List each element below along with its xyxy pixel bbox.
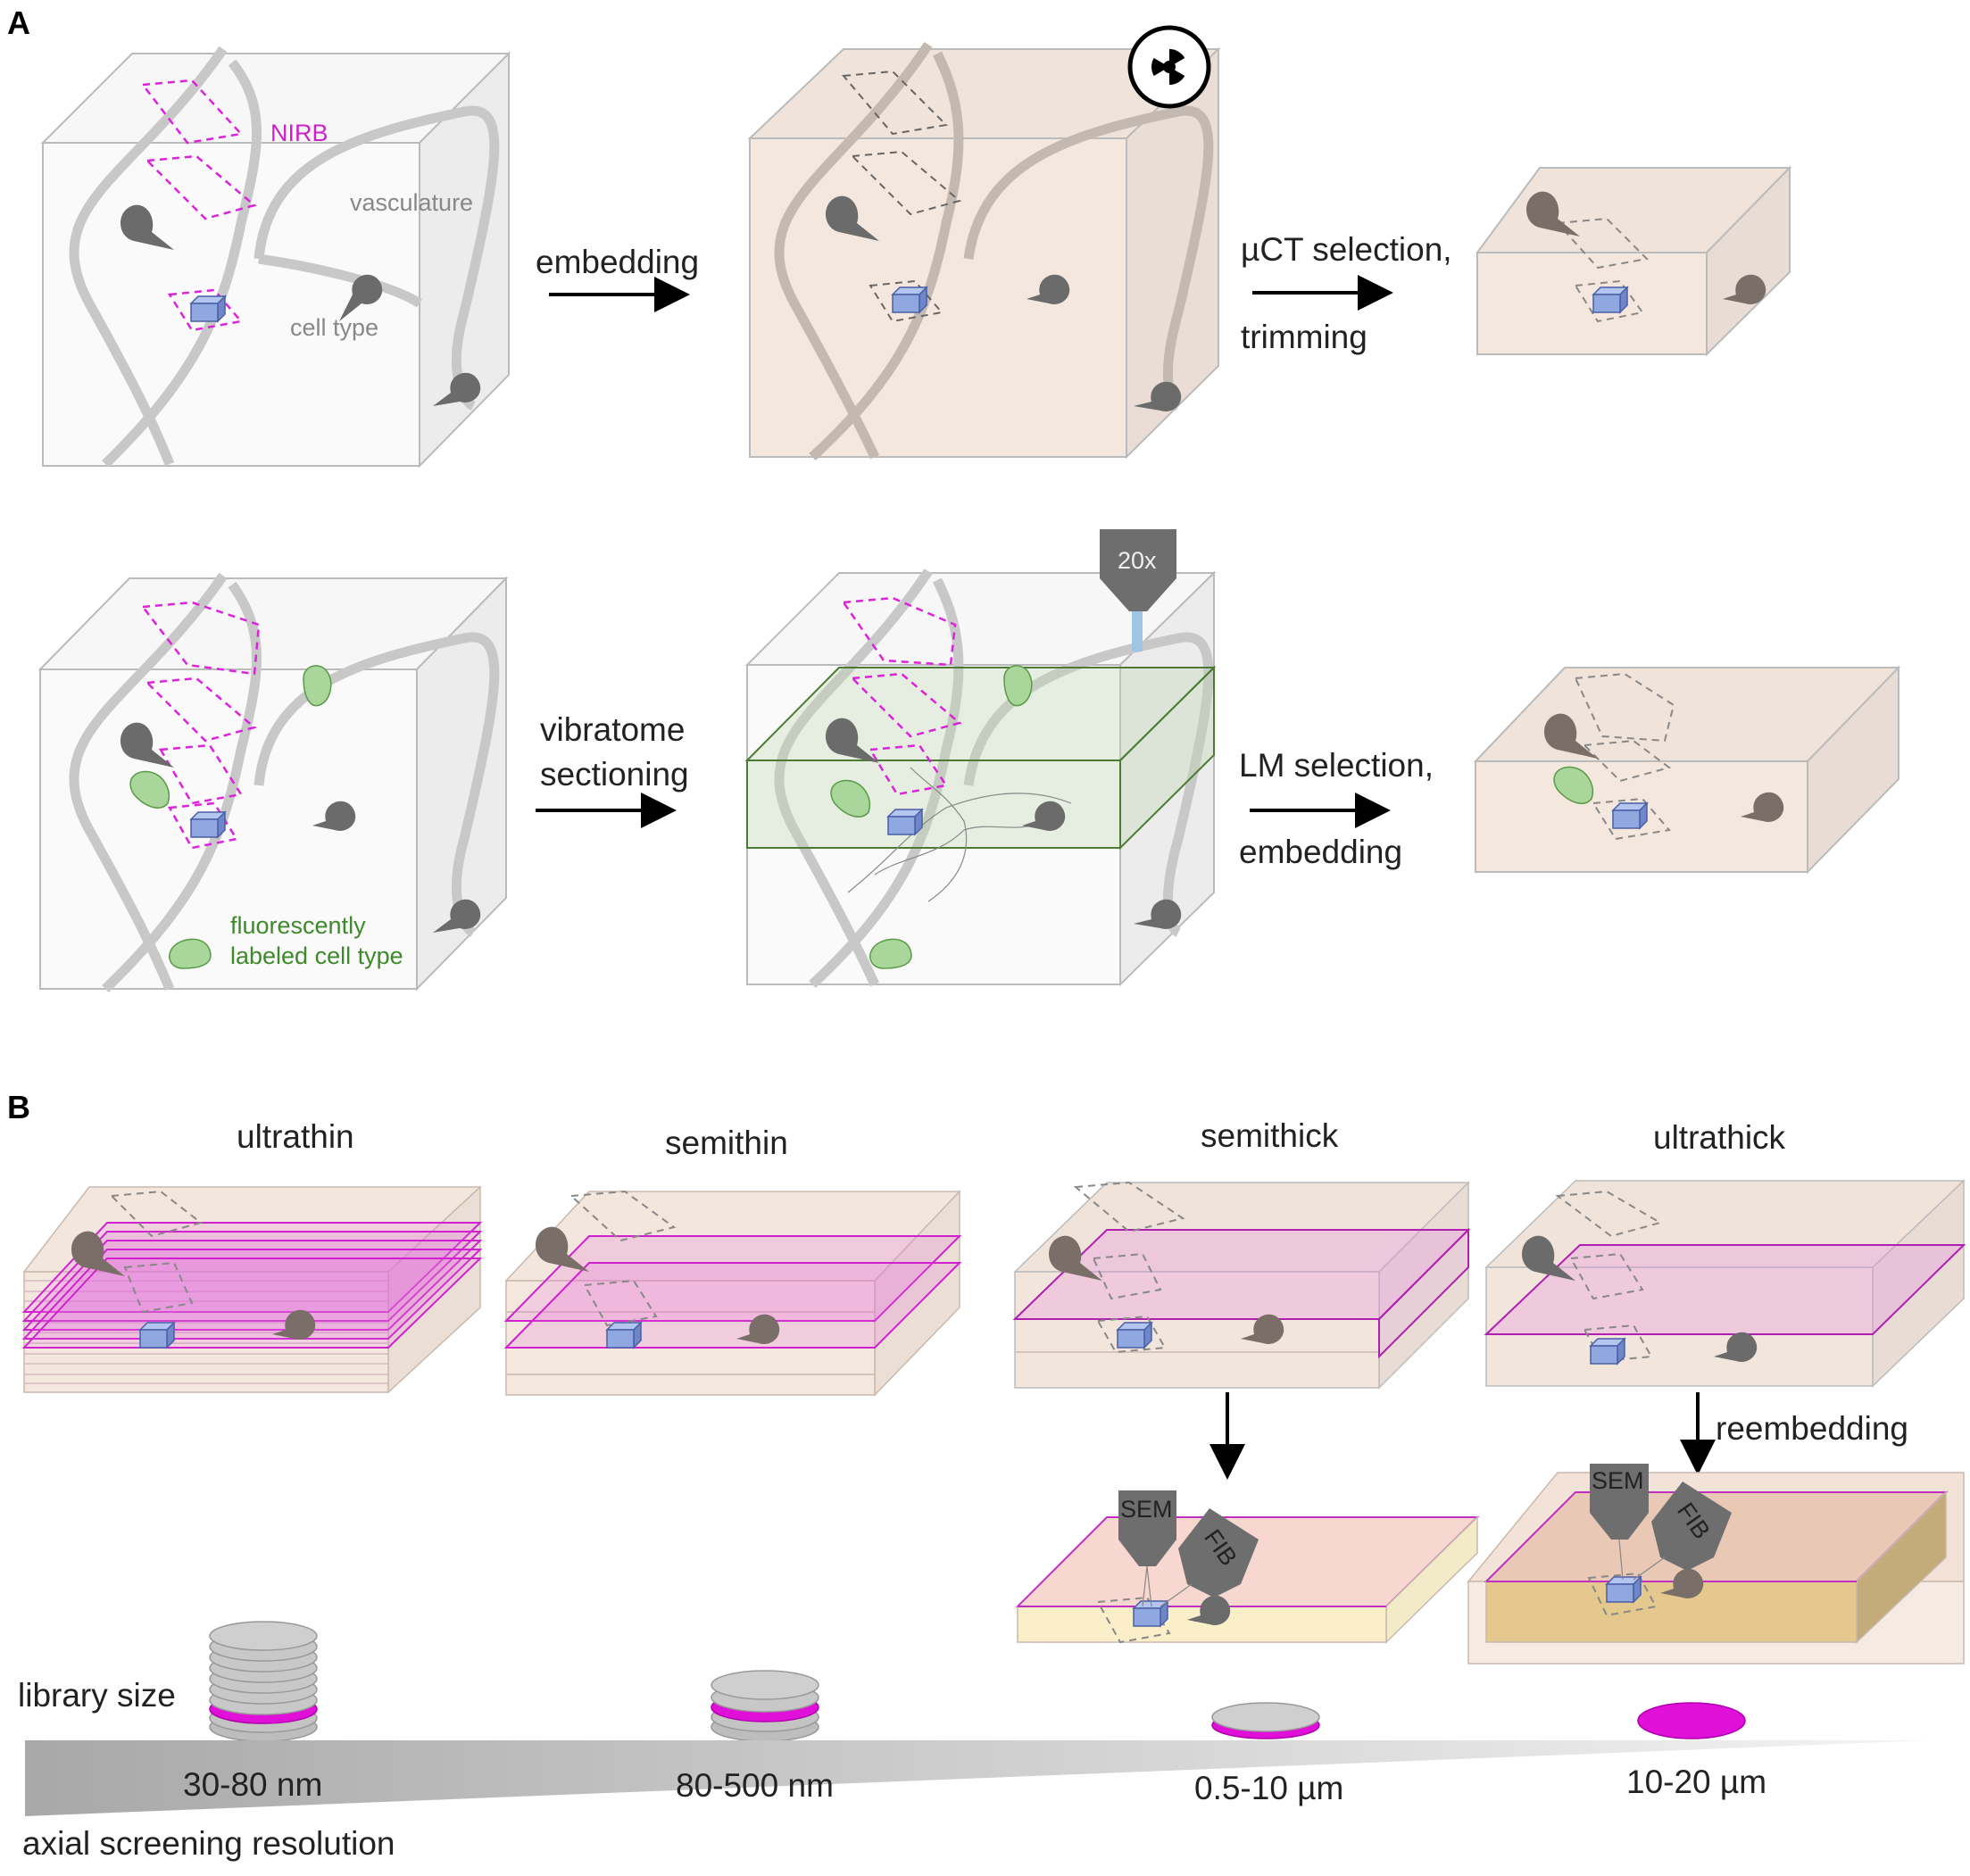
title-semithin: semithin bbox=[665, 1125, 788, 1161]
semithick-fibsem: SEM FIB bbox=[1015, 1490, 1480, 1644]
uct-label-1: µCT selection, bbox=[1241, 231, 1452, 268]
resolution-semithick: 0.5-10 µm bbox=[1194, 1770, 1343, 1806]
fluor-label-1: fluorescently bbox=[230, 912, 366, 939]
nirb-markers bbox=[140, 79, 257, 332]
fluorescent-block: fluorescently labeled cell type bbox=[37, 572, 509, 992]
reembedding-label: reembedding bbox=[1716, 1410, 1908, 1447]
lm-label-1: LM selection, bbox=[1239, 747, 1434, 784]
vib-label-1: vibratome bbox=[540, 711, 685, 748]
title-ultrathick: ultrathick bbox=[1653, 1119, 1786, 1156]
objective-label: 20x bbox=[1118, 547, 1157, 574]
cube-icon bbox=[189, 295, 227, 323]
resolution-ultrathin: 30-80 nm bbox=[183, 1766, 322, 1803]
lm-block bbox=[1473, 665, 1901, 875]
semithick-stack bbox=[1012, 1181, 1471, 1390]
sectioned-block: 20x bbox=[744, 529, 1217, 989]
tissue-block: NIRB vasculature cell type bbox=[40, 46, 511, 469]
resolution-semithin: 80-500 nm bbox=[676, 1767, 834, 1804]
title-semithick: semithick bbox=[1201, 1117, 1339, 1154]
cube-icon bbox=[1592, 286, 1629, 314]
disc-ultrathick bbox=[1637, 1702, 1746, 1739]
embedded-block bbox=[747, 25, 1221, 461]
trimmed-block bbox=[1475, 165, 1792, 357]
panel-b-label: B bbox=[7, 1089, 30, 1125]
fib-icon: FIB bbox=[1160, 1508, 1259, 1607]
neurite-traces bbox=[847, 767, 1072, 902]
fluorescent-cell-icons bbox=[129, 665, 332, 969]
title-ultrathin: ultrathin bbox=[237, 1118, 354, 1155]
sem-icon: SEM bbox=[1118, 1490, 1176, 1607]
cell-type-label: cell type bbox=[290, 314, 378, 341]
embedding-label: embedding bbox=[536, 244, 699, 280]
neuron-icons bbox=[121, 204, 481, 406]
ultrathin-stack bbox=[21, 1185, 483, 1394]
ultrathick-stack bbox=[1484, 1179, 1966, 1388]
disc-stack-semithick bbox=[1211, 1702, 1320, 1739]
lm-label-2: embedding bbox=[1239, 834, 1402, 870]
cube-icon bbox=[1611, 801, 1649, 830]
cube-icon bbox=[891, 286, 928, 314]
cube-icon bbox=[886, 808, 924, 836]
resolution-ultrathick: 10-20 µm bbox=[1626, 1764, 1766, 1800]
radiation-icon bbox=[1127, 25, 1211, 109]
semithin-stack bbox=[503, 1190, 962, 1397]
panel-a-label: A bbox=[7, 4, 30, 41]
sem-label-2: SEM bbox=[1592, 1467, 1644, 1494]
ultrathick-reembedded: SEM FIB bbox=[1467, 1464, 1965, 1664]
library-size-label: library size bbox=[18, 1677, 176, 1714]
objective-icon: 20x bbox=[1100, 529, 1176, 652]
sem-label: SEM bbox=[1120, 1496, 1173, 1523]
fluor-label-2: labeled cell type bbox=[230, 942, 403, 969]
axial-resolution-label: axial screening resolution bbox=[22, 1825, 395, 1862]
resolution-wedge bbox=[25, 1740, 1928, 1816]
vasculature-label: vasculature bbox=[350, 189, 473, 216]
cube-icon bbox=[189, 810, 227, 839]
vib-label-2: sectioning bbox=[540, 756, 689, 793]
uct-label-2: trimming bbox=[1241, 319, 1367, 355]
section-slab bbox=[744, 665, 1217, 851]
disc-stack-semithin bbox=[711, 1670, 819, 1742]
disc-stack-ultrathin bbox=[209, 1621, 318, 1742]
nirb-label: NIRB bbox=[270, 120, 328, 146]
